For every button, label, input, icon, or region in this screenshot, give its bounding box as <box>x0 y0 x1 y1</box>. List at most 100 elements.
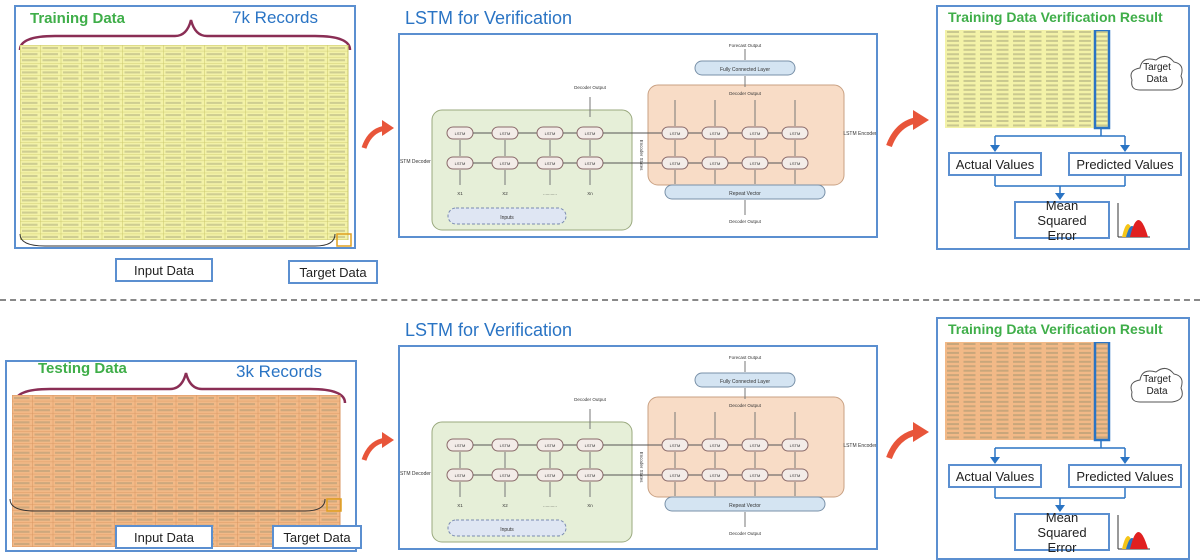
xn-label: Xn <box>587 191 593 196</box>
result-grid-cell <box>1095 62 1108 65</box>
grid-cell-text <box>75 403 91 406</box>
result-grid-cell <box>1013 44 1025 47</box>
result-grid-cell <box>963 31 976 33</box>
grid-cell-text <box>116 451 132 454</box>
grid-cell-text <box>104 114 120 117</box>
result-grid-cell <box>963 106 976 109</box>
result-grid-cell <box>1013 369 1025 372</box>
result-grid-cell <box>996 356 1009 359</box>
grid-cell-text <box>288 89 304 92</box>
result-grid-cell <box>963 66 976 69</box>
result-grid-cell <box>947 115 959 118</box>
result-grid-cell <box>1079 48 1091 51</box>
grid-cell-text <box>42 211 58 214</box>
grid-cell-text <box>116 427 132 430</box>
grid-cell-text <box>206 77 222 80</box>
grid-cell-text <box>104 107 120 111</box>
grid-cell-text <box>116 469 132 473</box>
grid-cell-text <box>227 235 243 238</box>
grid-cell-text <box>321 409 337 412</box>
result-title: Training Data Verification Result <box>948 9 1163 25</box>
grid-cell-text <box>42 114 58 117</box>
lstm-title: LSTM for Verification <box>405 8 573 28</box>
grid-cell-text <box>124 59 140 62</box>
grid-cell-text <box>321 439 337 442</box>
grid-cell-text <box>321 433 337 436</box>
grid-cell-text <box>178 415 194 418</box>
grid-cell-text <box>268 83 284 86</box>
connector-arrowhead <box>990 145 1000 152</box>
grid-cell-text <box>116 494 132 497</box>
grid-cell-text <box>227 47 243 50</box>
grid-cell-text <box>145 65 161 68</box>
grid-cell-text <box>137 445 153 448</box>
grid-cell-text <box>75 421 91 424</box>
result-grid-cell <box>1079 62 1091 65</box>
result-grid-cell <box>1062 84 1075 87</box>
grid-cell-text <box>219 403 235 406</box>
result-grid-cell <box>947 378 959 381</box>
result-grid-cell <box>980 343 992 345</box>
grid-cell-text <box>137 451 153 454</box>
result-grid-cell <box>1029 97 1042 100</box>
grid-cell-text <box>329 138 345 141</box>
result-grid-cell <box>1062 414 1075 417</box>
grid-cell-text <box>288 217 304 220</box>
grid-cell-text <box>34 469 50 473</box>
grid-cell-text <box>157 482 173 485</box>
result-grid-cell <box>1013 93 1025 96</box>
grid-cell-text <box>83 217 99 220</box>
grid-cell-text <box>288 83 304 86</box>
grid-cell-text <box>301 397 317 400</box>
result-grid-cell <box>996 405 1009 408</box>
result-grid-cell <box>1046 93 1058 96</box>
result-grid-cell <box>1062 360 1075 363</box>
grid-cell-text <box>288 205 304 208</box>
grid-cell-text <box>178 500 194 503</box>
grid-cell-text <box>206 71 222 74</box>
grid-cell-text <box>247 89 263 92</box>
lstm-cell-label: LSTM <box>790 443 801 448</box>
result-grid-cell <box>1095 405 1108 408</box>
grid-cell-text <box>157 397 173 400</box>
grid-cell-text <box>165 138 181 141</box>
grid-cell-text <box>268 205 284 208</box>
grid-cell-text <box>83 83 99 86</box>
result-grid-cell <box>1095 44 1108 47</box>
grid-cell-text <box>239 403 255 406</box>
grid-cell-text <box>329 211 345 214</box>
grid-cell-text <box>96 500 112 503</box>
grid-cell-text <box>42 132 58 135</box>
grid-cell-text <box>227 101 243 104</box>
grid-cell-text <box>198 500 214 503</box>
grid-cell-text <box>329 168 345 171</box>
grid-cell-text <box>247 59 263 62</box>
result-grid-cell <box>1029 351 1042 354</box>
decoder-output-label: Decoder Output <box>729 91 762 96</box>
grid-cell-text <box>288 107 304 111</box>
grid-cell-text <box>268 174 284 178</box>
result-grid-cell <box>963 400 976 403</box>
result-grid-cell <box>1095 31 1108 33</box>
result-grid-cell <box>1079 97 1091 100</box>
grid-cell-text <box>42 138 58 141</box>
lstm-cell-label: LSTM <box>585 161 596 166</box>
grid-cell-text <box>116 488 132 491</box>
result-grid-cell <box>947 48 959 51</box>
grid-cell-text <box>116 445 132 448</box>
grid-cell-text <box>186 120 202 123</box>
grid-cell-text <box>219 482 235 485</box>
grid-cell-text <box>260 500 276 503</box>
grid-cell-text <box>63 235 79 238</box>
grid-cell-text <box>22 211 38 214</box>
result-grid-cell <box>1079 347 1091 350</box>
lstm-cell-label: LSTM <box>585 131 596 136</box>
grid-cell-text <box>219 512 235 515</box>
result-grid-cell <box>1013 427 1025 430</box>
encoder-output-label: Decoder Output <box>574 85 607 90</box>
grid-cell-text <box>239 476 255 479</box>
grid-cell-text <box>124 156 140 159</box>
grid-cell-text <box>227 162 243 165</box>
target-data-cloud-icon <box>1130 56 1183 91</box>
